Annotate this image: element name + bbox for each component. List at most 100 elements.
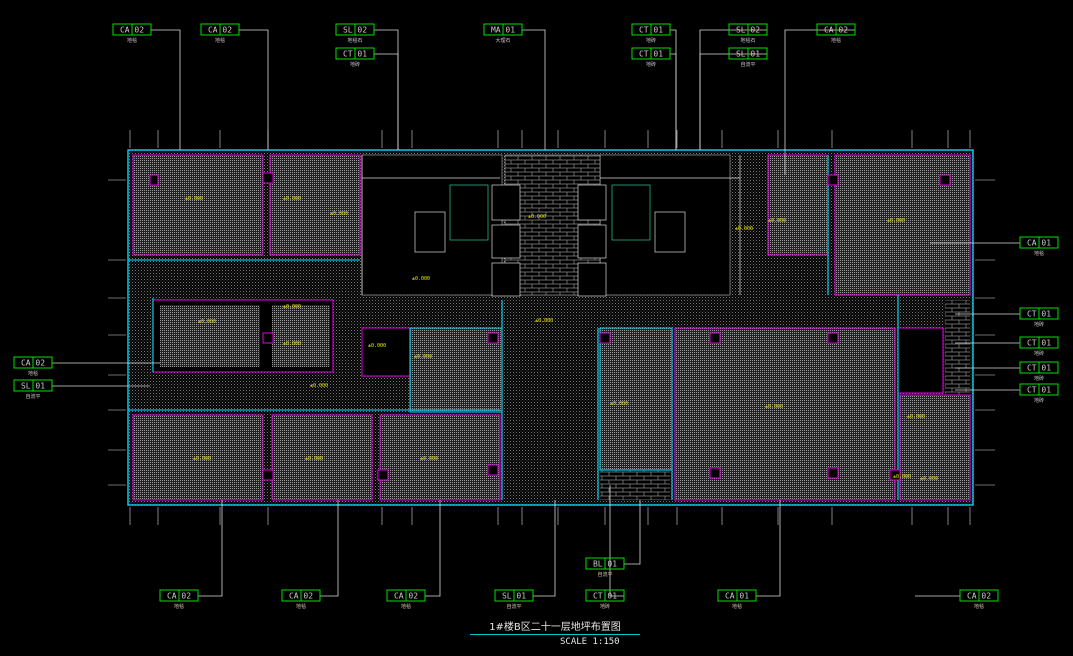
tag-material: 地毯	[28, 370, 38, 377]
tag-material: 地砖	[646, 61, 656, 68]
tag-code: CT 01	[639, 26, 663, 35]
level-mark: ±0.000	[198, 319, 216, 325]
tag-material: 地毯	[1034, 250, 1044, 257]
tag-code: CA 02	[967, 592, 991, 601]
tag-code: MA 01	[491, 26, 515, 35]
level-mark: ±0.000	[330, 211, 348, 217]
level-mark: ±0.000	[283, 304, 301, 310]
tag-material: 大理石	[495, 37, 510, 44]
tag-code: CA 02	[289, 592, 313, 601]
tag-material: 地毯	[401, 603, 411, 610]
tag-code: CA 02	[208, 26, 232, 35]
leader-line	[533, 500, 556, 597]
level-mark: ±0.000	[283, 196, 301, 202]
tag-code: CA 02	[21, 359, 45, 368]
tag-code: CT 01	[1027, 386, 1051, 395]
tag-material: 地毯石	[740, 37, 755, 44]
material-tag: SL 01 自流平	[13, 379, 53, 400]
tag-material: 地毯	[732, 603, 742, 610]
leader-line	[320, 500, 339, 597]
material-tag: CT 01 地砖	[1019, 307, 1059, 328]
leader-line	[609, 485, 624, 597]
tag-code: SL 01	[21, 382, 45, 391]
tag-code: CA 01	[1027, 239, 1051, 248]
tag-material: 地砖	[1034, 375, 1044, 382]
level-marks: ±0.000 ±0.000 ±0.000 ±0.000 ±0.000 ±0.000 ±0.0…	[185, 196, 938, 482]
tag-material: 自流平	[506, 603, 521, 610]
tag-material: 地毯石	[347, 37, 362, 44]
tag-material: 地砖	[350, 61, 360, 68]
tag-code: CT 01	[1027, 364, 1051, 373]
tag-code: CA 02	[394, 592, 418, 601]
leader-line	[670, 29, 677, 150]
leader-line	[425, 500, 441, 597]
tag-code: SL 01	[736, 50, 760, 59]
material-tag: CA 02 地毯	[959, 589, 999, 610]
material-tag: CA 01 地毯	[1019, 236, 1059, 257]
tag-code: SL 01	[502, 592, 526, 601]
leader-lines	[52, 29, 1020, 597]
level-mark: ±0.000	[310, 383, 328, 389]
tag-code: SL 02	[343, 26, 367, 35]
tag-material: 地砖	[1034, 321, 1044, 328]
tag-code: CA 02	[167, 592, 191, 601]
material-tag: CA 02 地毯	[13, 356, 53, 377]
tag-code: CA 02	[120, 26, 144, 35]
tag-material: 地砖	[1034, 350, 1044, 357]
leader-line	[699, 53, 767, 150]
level-mark: ±0.000	[920, 476, 938, 482]
material-tag: SL 02 地毯石	[335, 23, 375, 44]
tag-material: 地毯	[296, 603, 306, 610]
tag-code: CA 02	[824, 26, 848, 35]
level-mark: ±0.000	[283, 341, 301, 347]
material-tag: CT 01 地砖	[1019, 383, 1059, 404]
leader-line	[151, 29, 181, 150]
material-tag: CT 01 地砖	[335, 47, 375, 68]
level-mark: ±0.000	[414, 354, 432, 360]
leader-line	[784, 29, 855, 175]
material-tag: CA 02 地毯	[112, 23, 152, 44]
tag-code: CA 01	[725, 592, 749, 601]
tag-material: 自流平	[25, 393, 40, 400]
tag-material: 地毯	[974, 603, 984, 610]
level-mark: ±0.000	[193, 456, 211, 462]
material-tag: CA 02 地毯	[386, 589, 426, 610]
tag-code: CT 01	[1027, 310, 1051, 319]
material-tag: CA 01 地毯	[717, 589, 757, 610]
level-mark: ±0.000	[535, 318, 553, 324]
level-mark: ±0.000	[368, 343, 386, 349]
material-tag: CA 02 地毯	[200, 23, 240, 44]
level-mark: ±0.000	[420, 456, 438, 462]
floor-areas	[127, 149, 974, 506]
material-tag: CA 02 地毯	[281, 589, 321, 610]
level-mark: ±0.000	[305, 456, 323, 462]
drawing-scale: SCALE 1:150	[560, 637, 620, 647]
leader-line	[198, 500, 223, 597]
level-mark: ±0.000	[610, 401, 628, 407]
tag-material: 地毯	[215, 37, 225, 44]
level-mark: ±0.000	[528, 214, 546, 220]
tag-material: 地砖	[1034, 397, 1044, 404]
level-mark: ±0.000	[735, 226, 753, 232]
leader-line	[374, 53, 399, 150]
tag-code: SL 02	[736, 26, 760, 35]
axis-lines	[108, 130, 995, 525]
tag-material: 地毯	[127, 37, 137, 44]
material-tags: CA 02 地毯 CA 02 地毯 SL 02 地毯石 CT 01 地砖 MA 01 大理石 CT …	[13, 23, 1059, 610]
tag-code: CT 01	[343, 50, 367, 59]
leader-line	[670, 53, 677, 150]
drawing-title: 1#楼B区二十一层地坪布置图	[470, 622, 640, 635]
leader-line	[624, 500, 641, 565]
tag-material: 地砖	[600, 603, 610, 610]
level-mark: ±0.000	[185, 196, 203, 202]
tag-material: 自流平	[597, 571, 612, 578]
level-mark: ±0.000	[893, 474, 911, 480]
